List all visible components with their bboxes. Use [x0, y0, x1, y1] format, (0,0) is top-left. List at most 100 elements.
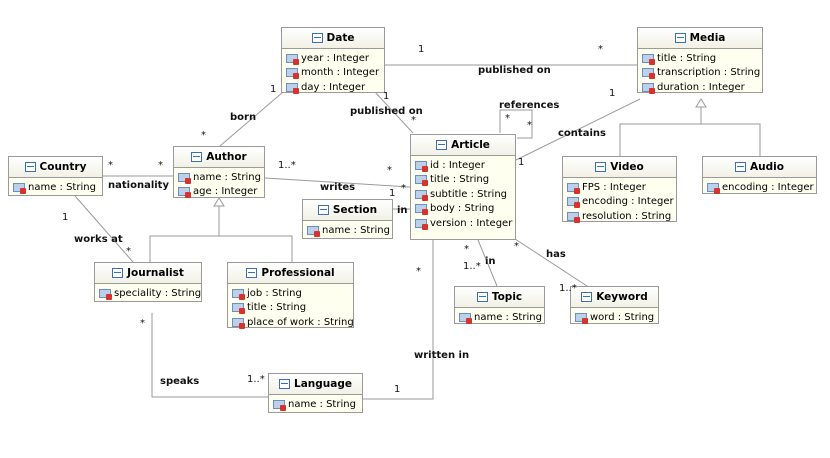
assoc-article-topic-line	[477, 239, 498, 287]
association-name-label: in	[397, 205, 408, 216]
association-name-label: published on	[350, 106, 423, 117]
attribute-row: day : Integer	[286, 80, 381, 95]
class-professional[interactable]: Professional job : String title : String…	[227, 262, 354, 329]
attribute-icon	[415, 189, 428, 201]
attribute-text: subtitle : String	[430, 188, 508, 200]
attribute-icon	[232, 303, 245, 315]
attribute-icon	[286, 68, 299, 80]
class-icon	[317, 205, 329, 215]
multiplicity-label: *	[158, 160, 163, 171]
attribute-row: name : String	[459, 310, 542, 325]
class-country[interactable]: Country name : String	[8, 156, 103, 196]
attribute-row: name : String	[178, 170, 261, 185]
attribute-icon	[178, 172, 191, 184]
class-name: Language	[294, 378, 352, 390]
assoc-date-article-line	[374, 91, 414, 134]
attribute-text: version : Integer	[430, 217, 513, 229]
class-keyword[interactable]: Keyword word : String	[570, 286, 659, 324]
assoc-author-article-line	[264, 177, 411, 188]
multiplicity-label: 1..*	[559, 283, 577, 294]
association-name-label: works at	[74, 234, 123, 245]
attribute-icon	[567, 182, 580, 194]
multiplicity-label: 1	[394, 384, 401, 395]
class-name: Country	[39, 161, 87, 173]
attribute-row: job : String	[232, 286, 350, 301]
class-audio-header: Audio	[703, 157, 816, 178]
assoc-article-keyword-line	[511, 236, 588, 287]
attribute-text: place of work : String	[247, 316, 354, 328]
class-date-header: Date	[282, 28, 384, 49]
attribute-text: name : String	[28, 181, 96, 193]
association-name-label: born	[230, 112, 257, 123]
attribute-text: day : Integer	[301, 81, 366, 93]
assoc-article-self-line	[499, 109, 533, 139]
class-author[interactable]: Author name : String age : Integer	[173, 146, 265, 199]
attribute-row: FPS : Integer	[567, 180, 673, 195]
class-name: Section	[332, 204, 378, 216]
attribute-text: age : Integer	[193, 186, 258, 198]
class-date[interactable]: Date year : Integer month : Integer day …	[281, 27, 385, 95]
class-icon	[191, 152, 203, 162]
multiplicity-label: *	[416, 266, 421, 277]
attribute-icon	[642, 68, 655, 80]
attribute-icon	[567, 211, 580, 223]
class-name: Article	[451, 139, 490, 151]
attribute-row: resolution : String	[567, 209, 673, 224]
multiplicity-label: 1	[383, 91, 390, 102]
attribute-row: name : String	[273, 397, 359, 412]
attribute-icon	[273, 399, 286, 411]
multiplicity-label: 1	[389, 188, 396, 199]
class-name: Author	[206, 151, 247, 163]
association-name-label: has	[546, 249, 566, 260]
class-icon	[246, 268, 258, 278]
class-topic[interactable]: Topic name : String	[454, 286, 545, 324]
assoc-journalist-language-line	[151, 313, 268, 398]
class-section[interactable]: Section name : String	[302, 199, 393, 239]
attribute-row: title : String	[642, 51, 759, 66]
attribute-icon	[575, 312, 588, 324]
attribute-icon	[707, 182, 720, 194]
multiplicity-label: 1..*	[463, 261, 481, 272]
attribute-row: transcription : String	[642, 66, 761, 81]
assoc-date-author-line	[219, 91, 284, 147]
attribute-text: id : Integer	[430, 159, 485, 171]
class-journalist[interactable]: Journalist speciality : String	[94, 262, 202, 302]
class-icon	[735, 162, 747, 172]
attribute-row: version : Integer	[415, 216, 512, 231]
class-article[interactable]: Article id : Integer title : String subt…	[410, 134, 516, 240]
attribute-icon	[286, 82, 299, 94]
attribute-text: word : String	[590, 311, 655, 323]
multiplicity-label: *	[140, 318, 145, 329]
class-keyword-header: Keyword	[571, 287, 658, 308]
attribute-row: speciality : String	[99, 286, 201, 301]
attribute-text: month : Integer	[301, 67, 380, 79]
attribute-icon	[178, 187, 191, 199]
class-icon	[24, 162, 36, 172]
attribute-text: transcription : String	[657, 67, 761, 79]
attribute-text: resolution : String	[582, 210, 672, 222]
multiplicity-label: *	[505, 113, 510, 124]
attribute-text: name : String	[474, 311, 542, 323]
attribute-row: name : String	[13, 180, 99, 195]
assoc-article-language-line	[363, 240, 434, 400]
class-professional-header: Professional	[228, 263, 353, 284]
class-media[interactable]: Media title : String transcription : Str…	[637, 27, 763, 95]
assoc-media-article-line	[515, 98, 641, 161]
attribute-icon	[415, 175, 428, 187]
class-icon	[279, 379, 291, 389]
attribute-text: name : String	[193, 171, 261, 183]
association-name-label: speaks	[160, 376, 200, 387]
association-name-label: contains	[558, 128, 606, 139]
multiplicity-label: *	[108, 160, 113, 171]
attribute-row: month : Integer	[286, 66, 381, 81]
multiplicity-label: *	[126, 246, 131, 257]
attribute-row: encoding : Integer	[567, 195, 674, 210]
class-language[interactable]: Language name : String	[268, 373, 363, 413]
class-video[interactable]: Video FPS : Integer encoding : Integer r…	[562, 156, 677, 224]
multiplicity-label: 1	[609, 88, 616, 99]
class-audio[interactable]: Audio encoding : Integer	[702, 156, 817, 194]
attribute-row: duration : Integer	[642, 80, 759, 95]
attribute-icon	[642, 82, 655, 94]
class-name: Topic	[491, 291, 523, 303]
association-name-label: references	[499, 100, 560, 111]
